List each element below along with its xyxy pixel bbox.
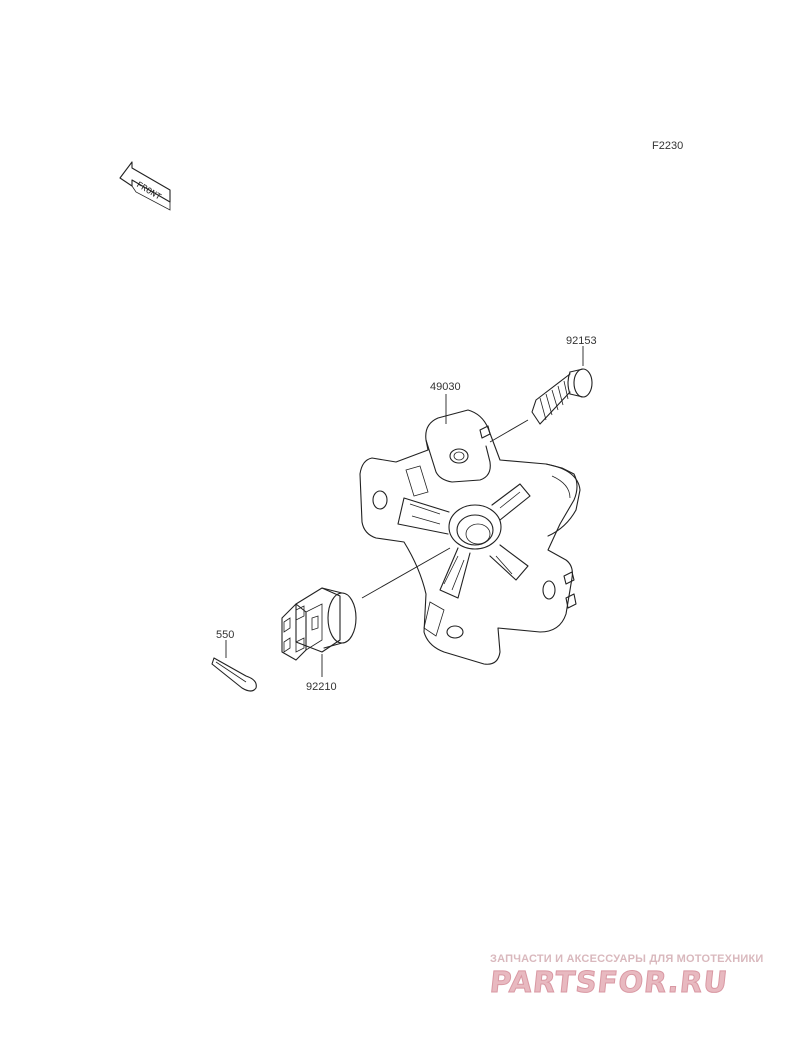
- watermark-logo: PARTSFOR.RU: [488, 965, 731, 1000]
- axle-centerline: [361, 547, 451, 599]
- front-arrow-icon: FRONT: [119, 161, 171, 211]
- part-number-92210[interactable]: 92210: [306, 681, 337, 693]
- part-number-49030[interactable]: 49030: [430, 381, 461, 393]
- sheet-code: F2230: [652, 140, 684, 152]
- cotter-pin-part[interactable]: [211, 657, 257, 692]
- castle-nut-part[interactable]: [281, 587, 357, 661]
- part-number-550[interactable]: 550: [216, 629, 234, 641]
- watermark-subtitle: ЗАПЧАСТИ И АКСЕССУАРЫ ДЛЯ МОТОТЕХНИКИ: [490, 953, 764, 965]
- part-number-92153[interactable]: 92153: [566, 335, 597, 347]
- hub-part[interactable]: [359, 409, 581, 665]
- wheel-stud-part[interactable]: [489, 368, 593, 443]
